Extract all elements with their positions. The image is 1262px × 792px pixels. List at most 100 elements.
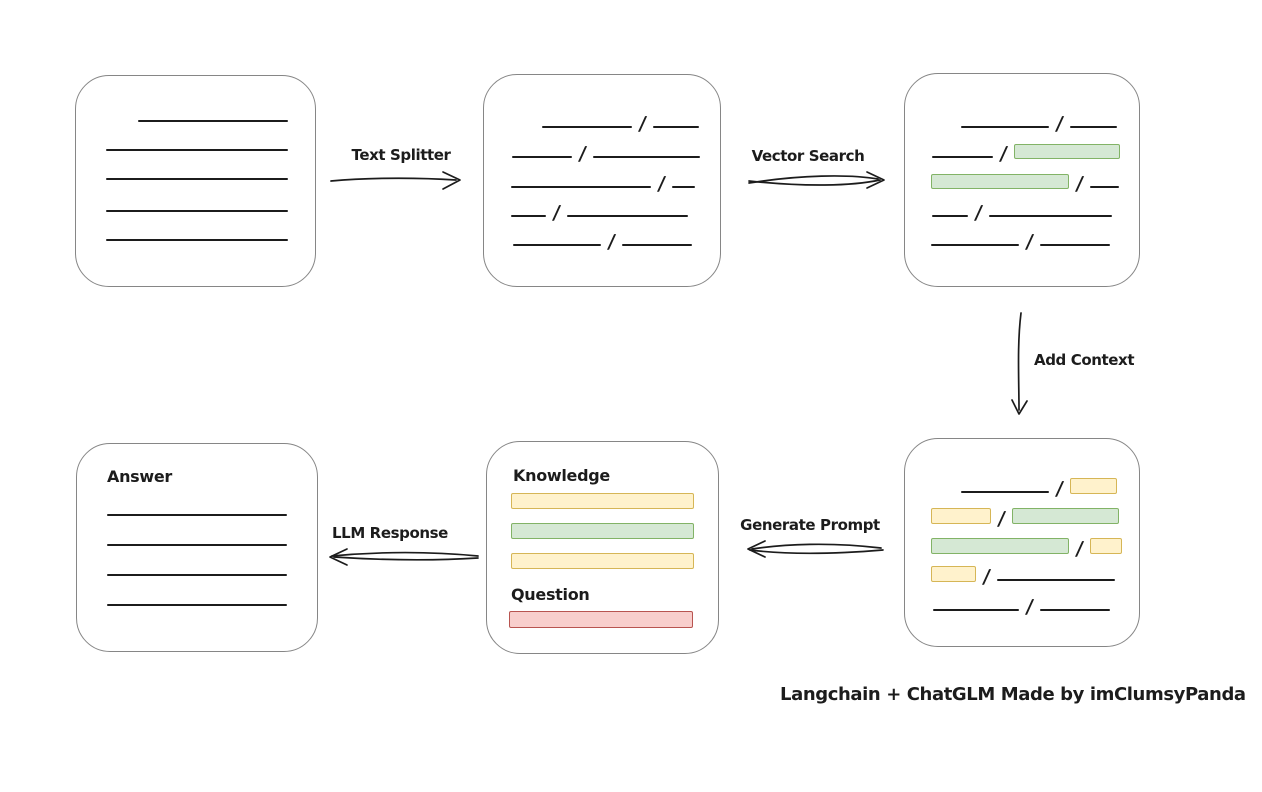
diagram-caption: Langchain + ChatGLM Made by imClumsyPand… <box>780 684 1246 705</box>
content-row <box>138 114 315 124</box>
slash-separator: / <box>1074 173 1085 195</box>
content-row <box>106 143 315 153</box>
content-row <box>509 611 718 629</box>
text-line <box>1039 244 1110 246</box>
text-line <box>106 178 288 180</box>
answer-box: Answer <box>76 443 318 652</box>
text-line <box>106 149 288 151</box>
content-row: / <box>961 106 1139 135</box>
green-highlight-bar <box>1011 508 1119 524</box>
green-highlight-bar <box>1013 144 1120 159</box>
add-context-arrow <box>1011 312 1028 415</box>
text-line <box>592 156 700 158</box>
slash-separator: / <box>1054 478 1065 500</box>
content-row <box>106 233 315 243</box>
text-line <box>931 244 1019 246</box>
question-label: Question <box>511 585 590 604</box>
source-document-box <box>75 75 316 287</box>
answer-label: Answer <box>107 467 173 486</box>
text-line <box>961 491 1049 493</box>
content-row: / <box>931 559 1139 588</box>
slash-separator: / <box>1024 596 1035 618</box>
text-line <box>511 215 546 217</box>
split-text-box: / / / / / <box>483 74 721 287</box>
text-line <box>106 210 288 212</box>
text-line <box>932 215 968 217</box>
content-row: / <box>932 195 1139 224</box>
text-line <box>107 544 287 546</box>
yellow-highlight-bar <box>511 493 694 509</box>
vector-search-arrow <box>748 171 885 189</box>
yellow-highlight-bar <box>931 566 976 582</box>
content-row: / <box>932 136 1139 165</box>
content-row: / <box>512 136 720 165</box>
slash-separator: / <box>551 202 562 224</box>
text-line <box>106 239 288 241</box>
vector-search-result-box: / / / / / <box>904 73 1140 287</box>
text-splitter-label: Text Splitter <box>351 146 451 164</box>
slash-separator: / <box>1024 231 1035 253</box>
content-row: / <box>513 224 720 253</box>
text-line <box>652 126 699 128</box>
content-row <box>107 598 317 608</box>
slash-separator: / <box>606 231 617 253</box>
text-line <box>933 609 1019 611</box>
green-highlight-bar <box>931 538 1069 554</box>
content-row: / <box>961 471 1139 500</box>
slash-separator: / <box>973 202 984 224</box>
content-row: Answer <box>107 467 317 487</box>
content-row <box>511 493 718 510</box>
text-line <box>511 186 651 188</box>
content-row: Question <box>511 585 718 605</box>
text-line <box>513 244 601 246</box>
slash-separator: / <box>981 566 992 588</box>
content-row <box>106 204 315 214</box>
text-line <box>138 120 288 122</box>
slash-separator: / <box>577 143 588 165</box>
context-added-box: ///// <box>904 438 1140 647</box>
slash-separator: / <box>998 143 1009 165</box>
green-highlight-bar <box>511 523 694 539</box>
text-line <box>1089 186 1119 188</box>
slash-separator: / <box>656 173 667 195</box>
red-highlight-bar <box>509 611 693 628</box>
content-row: Knowledge <box>513 466 718 486</box>
yellow-highlight-bar <box>1069 478 1117 494</box>
yellow-highlight-bar <box>511 553 694 569</box>
text-line <box>542 126 632 128</box>
text-line <box>1039 609 1110 611</box>
llm-response-arrow <box>329 548 479 566</box>
text-line <box>107 514 287 516</box>
content-row <box>511 523 718 540</box>
content-row: / <box>511 195 720 224</box>
text-line <box>996 579 1115 581</box>
text-line <box>107 574 287 576</box>
text-line <box>988 215 1112 217</box>
slash-separator: / <box>1054 113 1065 135</box>
content-row <box>106 172 315 182</box>
text-line <box>671 186 695 188</box>
text-line <box>512 156 572 158</box>
yellow-highlight-bar <box>1089 538 1122 554</box>
text-line <box>566 215 688 217</box>
text-line <box>107 604 287 606</box>
knowledge-label: Knowledge <box>513 466 610 485</box>
text-line <box>932 156 993 158</box>
add-context-label: Add Context <box>1034 351 1135 369</box>
content-row <box>511 553 718 570</box>
llm-response-label: LLM Response <box>332 524 448 542</box>
content-row: / <box>931 531 1139 560</box>
text-splitter-arrow <box>330 171 461 190</box>
slash-separator: / <box>1074 538 1085 560</box>
generate-prompt-arrow <box>747 540 884 558</box>
vector-search-label: Vector Search <box>751 147 865 165</box>
text-line <box>1069 126 1117 128</box>
generate-prompt-label: Generate Prompt <box>740 516 880 534</box>
slash-separator: / <box>637 113 648 135</box>
text-line <box>961 126 1049 128</box>
text-line <box>621 244 692 246</box>
content-row <box>107 538 317 548</box>
content-row: / <box>511 166 720 195</box>
